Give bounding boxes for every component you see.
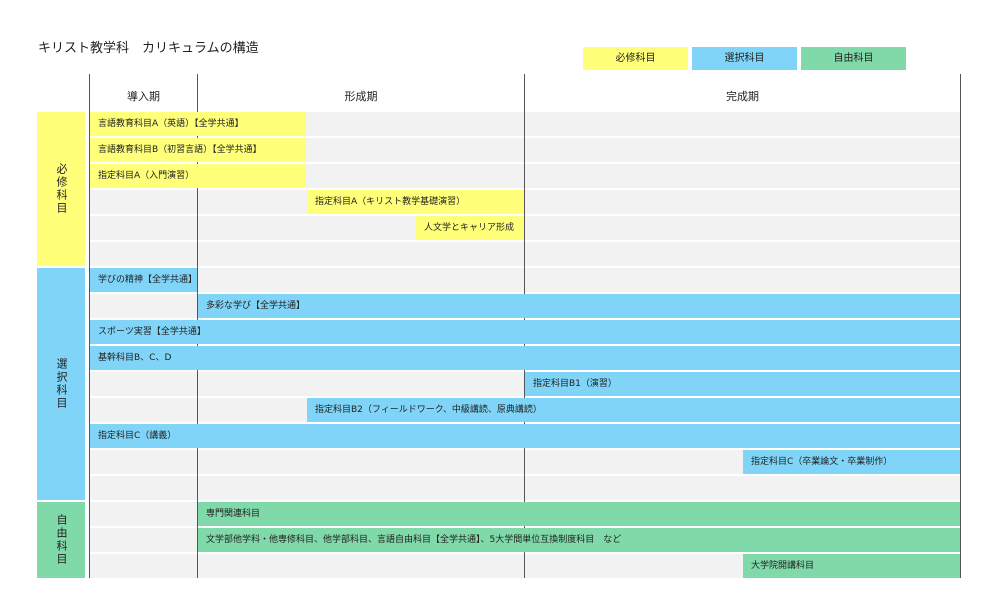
course-bar: 文学部他学科・他専修科目、他学部科目、言語自由科目【全学共通】、5大学間単位互換… bbox=[198, 528, 960, 552]
category-required: 必修科目 bbox=[37, 112, 85, 266]
course-bar: 指定科目A（入門演習） bbox=[90, 164, 306, 188]
course-bar: 言語教育科目A（英語）【全学共通】 bbox=[90, 112, 306, 136]
course-bar: スポーツ実習【全学共通】 bbox=[90, 320, 960, 344]
course-bar: 人文学とキャリア形成 bbox=[416, 216, 524, 240]
course-bar: 指定科目C（卒業論文・卒業制作） bbox=[743, 450, 960, 474]
course-bar: 指定科目B2（フィールドワーク、中級講読、原典講読） bbox=[307, 398, 960, 422]
period-header-completion: 完成期 bbox=[726, 90, 759, 103]
course-bar: 指定科目C（講義） bbox=[90, 424, 960, 448]
course-bar: 指定科目A（キリスト教学基礎演習） bbox=[307, 190, 524, 214]
course-bar: 大学院開講科目 bbox=[743, 554, 960, 578]
legend-elective: 選択科目 bbox=[692, 47, 797, 70]
category-free: 自由科目 bbox=[37, 502, 85, 578]
course-bar: 多彩な学び【全学共通】 bbox=[198, 294, 960, 318]
legend-free: 自由科目 bbox=[801, 47, 906, 70]
diagram-title: キリスト教学科 カリキュラムの構造 bbox=[38, 41, 259, 56]
period-header-formation: 形成期 bbox=[344, 90, 378, 103]
period-header-intro: 導入期 bbox=[127, 90, 160, 103]
grid-line bbox=[960, 74, 961, 578]
course-bar: 基幹科目B、C、D bbox=[90, 346, 960, 370]
grid-line bbox=[89, 74, 90, 578]
legend-required: 必修科目 bbox=[583, 47, 688, 70]
category-elective: 選択科目 bbox=[37, 268, 85, 500]
course-bar: 専門関連科目 bbox=[198, 502, 960, 526]
course-bar: 言語教育科目B（初習言語）【全学共通】 bbox=[90, 138, 306, 162]
course-bar: 指定科目B1（演習） bbox=[525, 372, 960, 396]
course-bar: 学びの精神【全学共通】 bbox=[90, 268, 197, 292]
